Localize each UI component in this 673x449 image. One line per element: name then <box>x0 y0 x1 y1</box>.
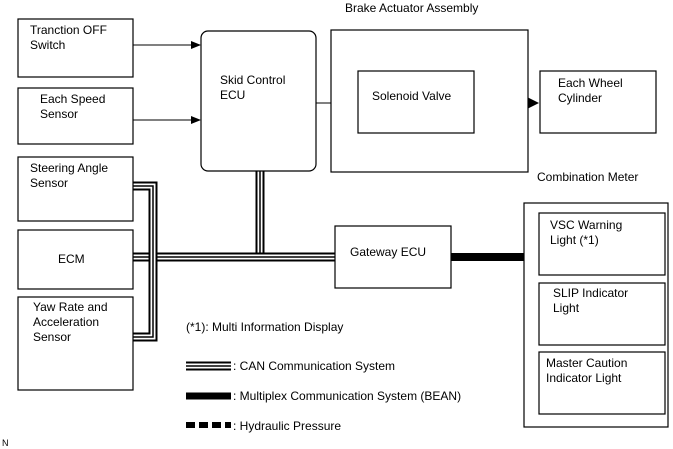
master-caution-light-box <box>538 351 666 415</box>
slip-indicator-light-line2: Light <box>553 301 580 315</box>
yaw-rate-sensor-line2: Acceleration <box>33 315 99 329</box>
each-speed-sensor-line2: Sensor <box>40 107 78 121</box>
master-caution-light-line2: Indicator Light <box>546 371 622 385</box>
hydraulic-arrowhead <box>527 97 539 109</box>
traction-off-switch-line1: Tranction OFF <box>30 23 107 37</box>
each-wheel-cylinder-line2: Cylinder <box>558 91 602 105</box>
gateway-ecu-label: Gateway ECU <box>350 245 426 259</box>
yaw-rate-sensor-line1: Yaw Rate and <box>33 300 108 314</box>
skid-control-ecu-box <box>200 30 317 172</box>
steering-angle-sensor-line2: Sensor <box>30 176 68 190</box>
vsc-warning-light-line2: Light (*1) <box>550 233 599 247</box>
combination-meter-label: Combination Meter <box>537 170 638 184</box>
slip-indicator-light-line1: SLIP Indicator <box>553 286 628 300</box>
legend: : CAN Communication System : Multiplex C… <box>186 359 461 433</box>
slip-indicator-light-box <box>538 282 666 346</box>
steering-angle-sensor-line1: Steering Angle <box>30 161 108 175</box>
legend-bean-label: : Multiplex Communication System (BEAN) <box>233 389 461 403</box>
can-bus-lines <box>132 171 335 342</box>
skid-control-ecu-line2: ECU <box>220 88 245 102</box>
skid-control-ecu-line1: Skid Control <box>220 73 285 87</box>
footnote: (*1): Multi Information Display <box>186 320 343 334</box>
gateway-ecu-box <box>334 225 452 289</box>
ecm-label: ECM <box>58 252 85 266</box>
each-speed-sensor-box <box>17 87 134 145</box>
legend-can-label: : CAN Communication System <box>233 359 395 373</box>
traction-off-switch-box <box>17 18 134 78</box>
each-wheel-cylinder-line1: Each Wheel <box>558 76 623 90</box>
yaw-rate-sensor-line3: Sensor <box>33 330 71 344</box>
vsc-warning-light-line1: VSC Warning <box>550 218 622 232</box>
master-caution-light-line1: Master Caution <box>546 356 627 370</box>
each-speed-sensor-line1: Each Speed <box>40 92 105 106</box>
legend-hydraulic-label: : Hydraulic Pressure <box>233 419 341 433</box>
solenoid-valve-label: Solenoid Valve <box>372 89 451 103</box>
ecm-box <box>17 229 134 290</box>
vsc-warning-light-box <box>538 212 666 276</box>
brake-actuator-assembly-label: Brake Actuator Assembly <box>345 1 478 15</box>
yaw-rate-sensor-box <box>17 296 134 391</box>
corner-mark: N <box>2 438 9 448</box>
each-wheel-cylinder-box <box>539 70 657 134</box>
solenoid-valve-box <box>357 70 475 134</box>
traction-off-switch-line2: Switch <box>30 38 65 52</box>
steering-angle-sensor-box <box>17 156 134 222</box>
